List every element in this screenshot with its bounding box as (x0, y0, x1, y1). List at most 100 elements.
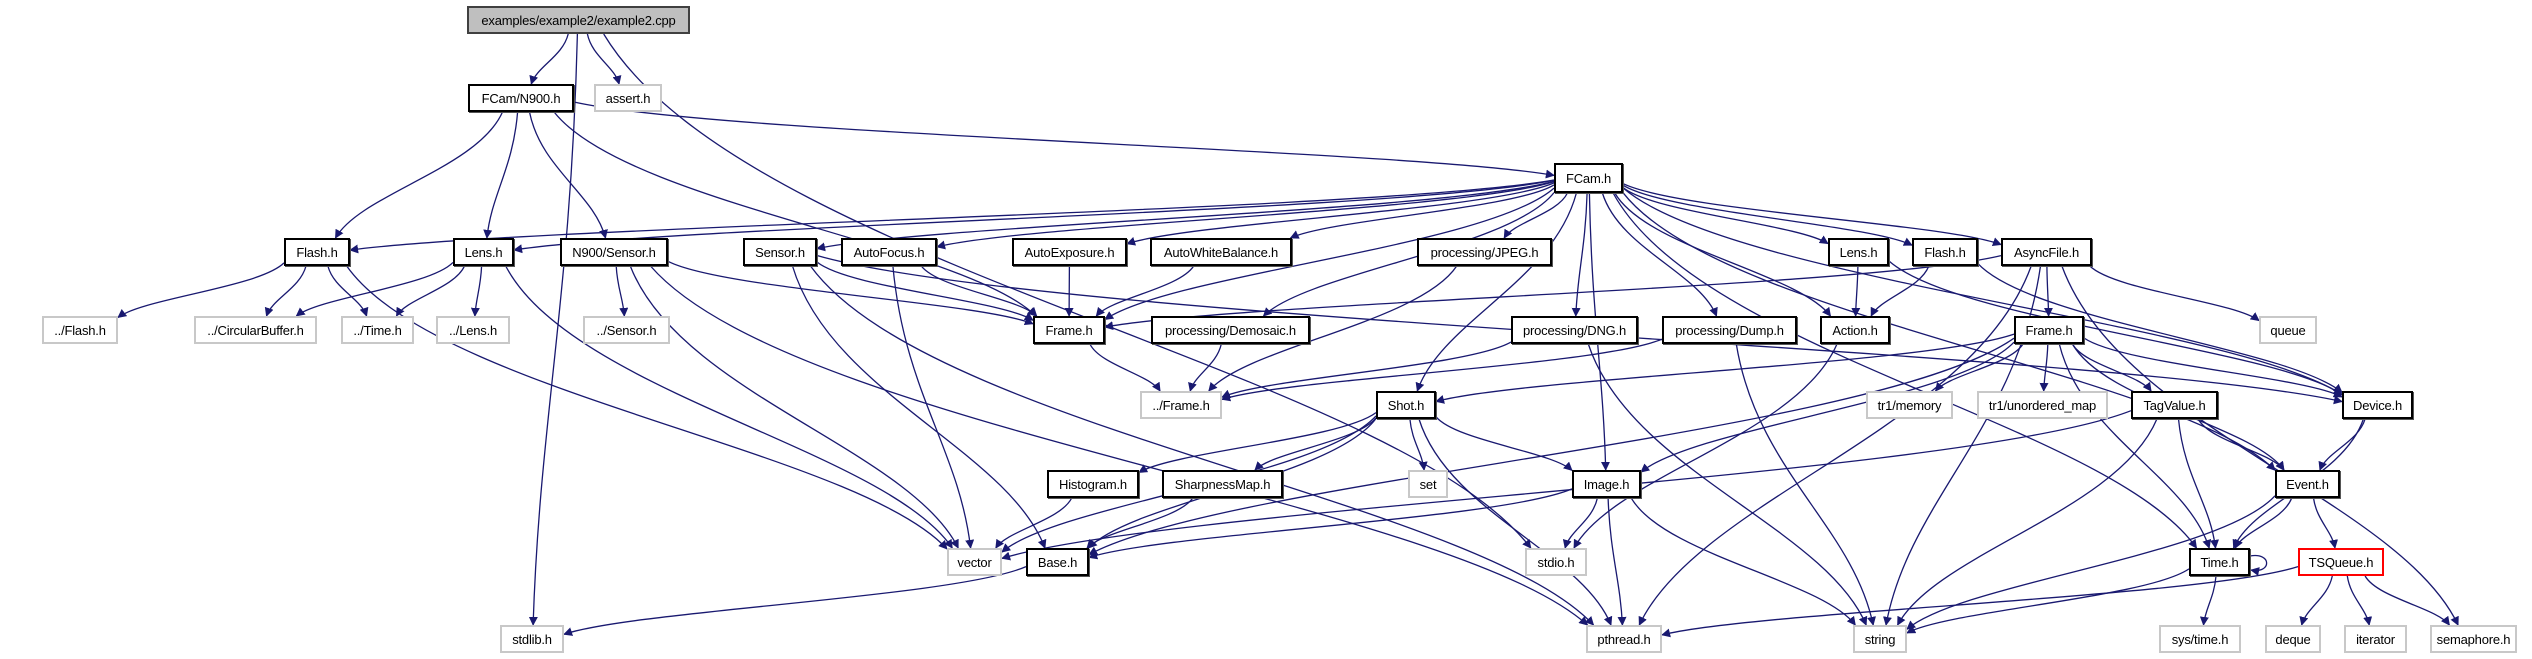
node-autoexposure[interactable]: AutoExposure.h (1012, 238, 1127, 266)
edge-fcam-to-demosaic (1262, 192, 1555, 317)
node-stdio: stdio.h (1525, 548, 1587, 576)
edge-flashL-to-circbuf (264, 265, 307, 317)
node-label: SharpnessMap.h (1174, 476, 1271, 492)
node-lensR[interactable]: Lens.h (1828, 238, 1889, 266)
edge-fcam-to-flashR (1622, 184, 1913, 246)
node-lensL[interactable]: Lens.h (453, 238, 514, 266)
node-label: stdio.h (1537, 554, 1575, 570)
node-dng[interactable]: processing/DNG.h (1511, 316, 1638, 344)
node-awb[interactable]: AutoWhiteBalance.h (1150, 238, 1292, 266)
node-image[interactable]: Image.h (1572, 470, 1641, 498)
edge-n900-to-n900sensor (528, 111, 608, 239)
node-label: Action.h (1832, 322, 1878, 338)
node-asyncfile[interactable]: AsyncFile.h (2001, 238, 2092, 266)
node-shot[interactable]: Shot.h (1376, 391, 1436, 419)
node-tagvalue[interactable]: TagValue.h (2131, 391, 2218, 419)
node-flashR[interactable]: Flash.h (1912, 238, 1978, 266)
node-device[interactable]: Device.h (2342, 391, 2413, 419)
edge-sensor-to-frameC (816, 261, 1034, 321)
edge-fcam-to-event (1622, 192, 2276, 471)
edge-fcam-to-device (1622, 187, 2343, 396)
node-event[interactable]: Event.h (2275, 470, 2340, 498)
node-label: set (1419, 476, 1437, 492)
edge-event-to-tsqueue (2312, 497, 2338, 549)
node-label: Histogram.h (1059, 476, 1127, 492)
edge-demosaic-to-dotframe (1188, 343, 1222, 392)
node-sharpness[interactable]: SharpnessMap.h (1162, 470, 1283, 498)
edge-lensL-to-vector (505, 265, 953, 549)
edge-flashR-to-device (1977, 263, 2343, 393)
node-label: Frame.h (1045, 322, 1093, 338)
node-flashL[interactable]: Flash.h (284, 238, 350, 266)
edge-sensor-to-pthread (809, 265, 1595, 626)
edge-fcam-to-lensR (1622, 186, 1829, 245)
edge-flashL-to-dotflash (117, 262, 285, 319)
edge-tsqueue-to-iterator (2346, 575, 2373, 626)
node-example2[interactable]: examples/example2/example2.cpp (467, 6, 690, 34)
node-n900sensor[interactable]: N900/Sensor.h (560, 238, 668, 266)
edge-autofocus-to-frameC (920, 265, 1038, 317)
node-vector: vector (947, 548, 1002, 576)
node-label: iterator (2356, 631, 2395, 647)
node-label: Sensor.h (755, 244, 805, 260)
node-label: Lens.h (464, 244, 503, 260)
edge-time-to-time (2249, 554, 2268, 576)
edge-lensL-to-dottime (395, 265, 466, 317)
edge-image-to-pthread (1607, 497, 1627, 626)
node-semaphore: semaphore.h (2430, 625, 2517, 653)
node-tr1map: tr1/unordered_map (1977, 391, 2108, 419)
node-label: Flash.h (1924, 244, 1966, 260)
node-tsqueue[interactable]: TSQueue.h (2298, 548, 2384, 576)
edge-fcam-to-jpeg (1503, 192, 1568, 239)
node-histogram[interactable]: Histogram.h (1047, 470, 1139, 498)
edge-tagvalue-to-event (2197, 418, 2285, 471)
node-label: Shot.h (1387, 397, 1425, 413)
node-n900[interactable]: FCam/N900.h (468, 84, 574, 112)
node-label: assert.h (605, 90, 651, 106)
node-label: FCam.h (1565, 170, 1612, 186)
node-dump[interactable]: processing/Dump.h (1662, 316, 1797, 344)
node-tr1memory: tr1/memory (1866, 391, 1953, 419)
node-label: Device.h (2353, 397, 2402, 413)
node-frameC[interactable]: Frame.h (1033, 316, 1105, 344)
node-label: stdlib.h (512, 631, 552, 647)
edge-flashL-to-vector (346, 265, 948, 550)
node-fcam[interactable]: FCam.h (1554, 163, 1623, 193)
node-jpeg[interactable]: processing/JPEG.h (1417, 238, 1552, 266)
node-label: AutoExposure.h (1024, 244, 1115, 260)
edge-frameR-to-shot (1435, 333, 2015, 404)
node-time[interactable]: Time.h (2189, 548, 2250, 576)
edge-shot-to-set (1409, 418, 1428, 471)
node-label: Event.h (2286, 476, 2329, 492)
edge-image-to-base (1088, 488, 1573, 560)
edge-histogram-to-vector (995, 497, 1073, 549)
node-label: N900/Sensor.h (572, 244, 656, 260)
node-demosaic[interactable]: processing/Demosaic.h (1151, 316, 1310, 344)
node-label: Frame.h (2025, 322, 2073, 338)
edge-example2-to-n900 (529, 33, 569, 85)
edge-image-to-stdio (1562, 497, 1599, 549)
node-dottime: ../Time.h (341, 316, 414, 344)
node-action[interactable]: Action.h (1820, 316, 1890, 344)
edge-n900-to-lensL (483, 111, 519, 239)
edge-lensR-to-device (1888, 260, 2343, 396)
node-iterator: iterator (2344, 625, 2407, 653)
node-label: Time.h (2200, 554, 2239, 570)
node-label: queue (2270, 322, 2306, 338)
node-frameR[interactable]: Frame.h (2014, 316, 2084, 344)
node-autofocus[interactable]: AutoFocus.h (841, 238, 937, 266)
node-systime: sys/time.h (2159, 625, 2241, 653)
edge-n900sensor-to-frameC (667, 260, 1034, 325)
node-label: Lens.h (1839, 244, 1878, 260)
edge-frameR-to-tagvalue (2071, 343, 2152, 392)
edge-shot-to-histogram (1138, 412, 1377, 473)
node-label: processing/JPEG.h (1430, 244, 1539, 260)
edge-dump-to-string (1735, 343, 1876, 626)
edge-tagvalue-to-string (1897, 418, 2158, 626)
node-label: AsyncFile.h (2014, 244, 2079, 260)
edge-lensL-to-dotlens (470, 265, 483, 317)
node-label: ../Sensor.h (596, 322, 657, 338)
node-sensor[interactable]: Sensor.h (743, 238, 817, 266)
edge-tsqueue-to-deque (2299, 575, 2333, 626)
node-base[interactable]: Base.h (1026, 548, 1089, 576)
